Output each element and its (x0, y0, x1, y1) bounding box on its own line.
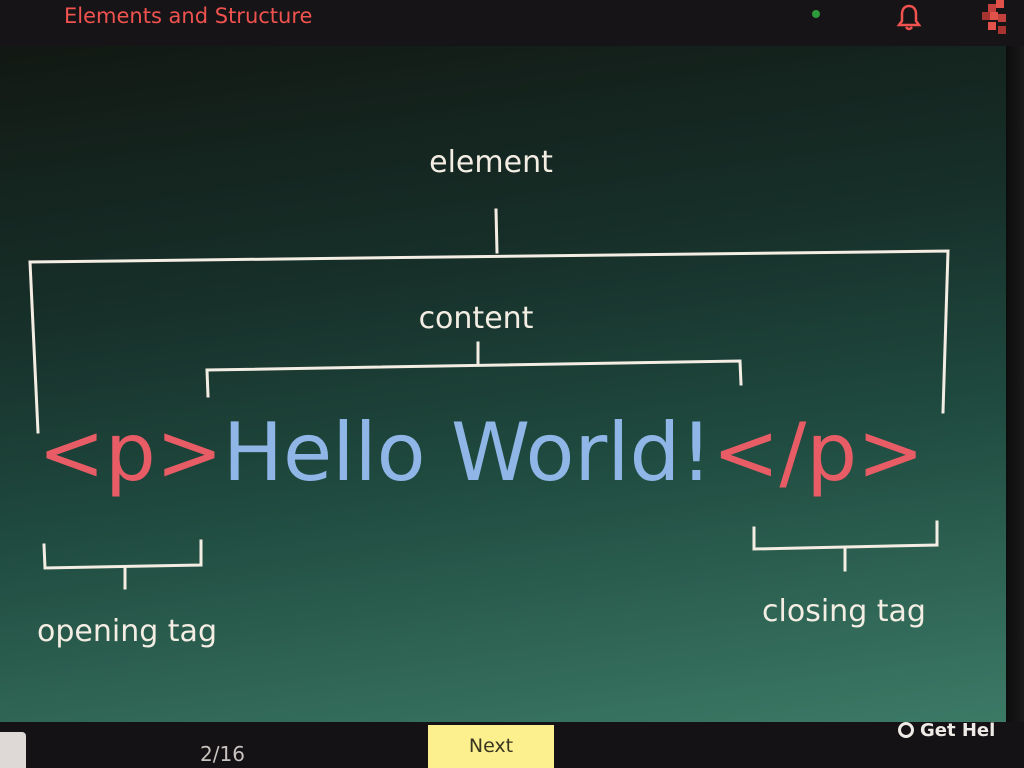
lesson-slide: element content opening tag closing tag … (0, 46, 1024, 722)
code-line: <p>Hello World!</p> (38, 406, 924, 499)
closing-tag-label: closing tag (762, 594, 926, 629)
element-bracket-stem (494, 208, 499, 254)
content-label: content (419, 301, 534, 336)
content-bracket (205, 359, 743, 398)
slide-progress: 2/16 (200, 742, 245, 766)
opening-tag-bracket (42, 539, 203, 570)
get-help-label: Get Hel (920, 720, 996, 741)
help-icon (898, 722, 914, 738)
opening-tag-code: <p> (38, 406, 223, 499)
status-indicator (812, 10, 820, 18)
user-avatar[interactable] (982, 0, 1012, 38)
content-code: Hello World! (223, 406, 713, 499)
lesson-title: Elements and Structure (64, 4, 313, 28)
closing-tag-bracket (752, 520, 939, 551)
closing-tag-code: </p> (712, 406, 924, 499)
element-bracket (28, 249, 950, 434)
get-help-link[interactable]: Get Hel (898, 720, 1024, 741)
next-button[interactable]: Next (428, 725, 554, 768)
back-button[interactable] (0, 732, 26, 768)
opening-tag-label: opening tag (37, 614, 217, 649)
screen-bezel (1006, 46, 1024, 722)
element-diagram: element content opening tag closing tag … (28, 145, 950, 649)
element-label: element (429, 145, 553, 180)
bell-icon[interactable] (896, 2, 922, 32)
top-bar: Elements and Structure (0, 0, 1024, 46)
